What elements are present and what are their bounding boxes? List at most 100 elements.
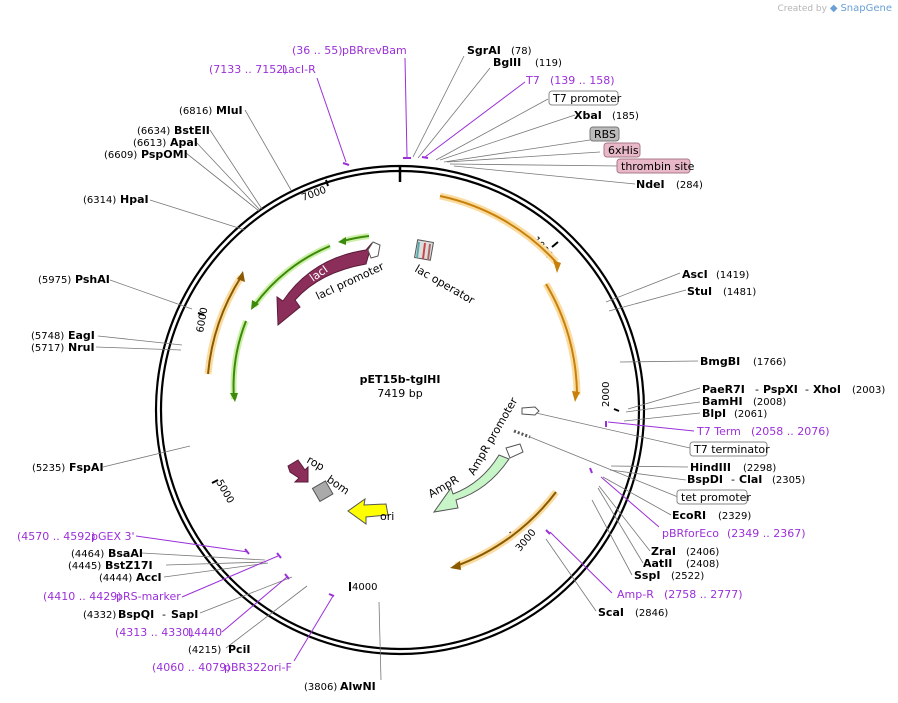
leader-line bbox=[435, 98, 549, 161]
enzyme-label[interactable]: BsaAI bbox=[108, 547, 143, 560]
enzyme-label[interactable]: BspDI bbox=[687, 473, 723, 486]
enzyme-label[interactable]: AatII bbox=[643, 557, 672, 570]
enzyme-label[interactable]: BamHI bbox=[702, 395, 743, 408]
enzyme-label[interactable]: AccI bbox=[136, 571, 162, 584]
enzyme-label[interactable]: XhoI bbox=[813, 383, 841, 396]
orange-arc-feature bbox=[545, 283, 578, 396]
arrow-head-icon bbox=[251, 300, 259, 310]
enzyme-label[interactable]: PaeR7I bbox=[702, 383, 745, 396]
leader-line bbox=[199, 576, 293, 614]
ori-label: ori bbox=[380, 510, 394, 523]
enzyme-position: (185) bbox=[612, 111, 639, 122]
primer-leader bbox=[600, 476, 660, 528]
primer-label[interactable]: T7 bbox=[525, 74, 540, 87]
separator-dash: - bbox=[755, 383, 759, 396]
enzyme-label[interactable]: NdeI bbox=[636, 178, 665, 191]
leader-lines bbox=[95, 55, 701, 681]
tick-mark bbox=[211, 479, 219, 484]
enzyme-label[interactable]: EcoRI bbox=[672, 509, 706, 522]
enzyme-label[interactable]: SapI bbox=[171, 608, 198, 621]
primer-label[interactable]: Amp-R bbox=[617, 588, 654, 601]
primer-marks bbox=[244, 156, 607, 597]
primer-label[interactable]: T7 Term bbox=[696, 425, 741, 438]
primer-label[interactable]: LacI-R bbox=[282, 63, 316, 76]
enzyme-label[interactable]: BspQI bbox=[118, 608, 154, 621]
feature-box-label[interactable]: thrombin site bbox=[621, 160, 695, 173]
enzyme-label[interactable]: MluI bbox=[216, 104, 243, 117]
primer-label[interactable]: pBRrevBam bbox=[342, 44, 407, 57]
enzyme-label[interactable]: HindIII bbox=[690, 461, 731, 474]
tick-mark bbox=[551, 241, 559, 248]
feature-box-label[interactable]: T7 terminator bbox=[693, 443, 770, 456]
enzyme-label[interactable]: AlwNI bbox=[340, 680, 376, 693]
enzyme-label[interactable]: BstZ17I bbox=[105, 559, 153, 572]
feature-box-label[interactable]: RBS bbox=[594, 128, 616, 141]
ampr-group bbox=[432, 406, 540, 513]
feature-box-label[interactable]: tet promoter bbox=[681, 491, 751, 504]
primer-range: (4060 .. 4079) bbox=[152, 661, 231, 674]
leader-line bbox=[591, 499, 633, 576]
primer-label[interactable]: pBR322ori-F bbox=[224, 661, 292, 674]
enzyme-label[interactable]: BglII bbox=[493, 56, 521, 69]
marker-line bbox=[416, 241, 420, 259]
enzyme-position: (2003) bbox=[852, 385, 885, 396]
enzyme-label[interactable]: FspAI bbox=[69, 461, 104, 474]
primer-label[interactable]: pGEX 3' bbox=[91, 530, 135, 543]
feature-box-label[interactable]: T7 promoter bbox=[552, 92, 622, 105]
tick-mark bbox=[325, 179, 329, 187]
primer-label[interactable]: pRS-marker bbox=[116, 590, 181, 603]
leader-line bbox=[446, 151, 601, 163]
leader-line bbox=[225, 585, 308, 649]
leader-line bbox=[109, 279, 193, 310]
enzyme-label[interactable]: SgrAI bbox=[467, 44, 501, 57]
feature-box bbox=[589, 126, 620, 142]
primer-label[interactable]: L4440 bbox=[188, 626, 222, 639]
marker-line bbox=[422, 242, 426, 260]
enzyme-label[interactable]: XbaI bbox=[574, 109, 602, 122]
enzyme-label[interactable]: BmgBI bbox=[700, 355, 740, 368]
enzyme-label[interactable]: ClaI bbox=[739, 473, 762, 486]
enzyme-label[interactable]: HpaI bbox=[120, 193, 149, 206]
enzyme-label[interactable]: ZraI bbox=[651, 545, 676, 558]
primer-range: (4313 .. 4330) bbox=[115, 626, 194, 639]
enzyme-label[interactable]: StuI bbox=[687, 285, 712, 298]
enzyme-position: (5975) bbox=[38, 275, 71, 286]
enzyme-label[interactable]: PshAI bbox=[75, 273, 110, 286]
orange-arc-feature bbox=[207, 276, 242, 375]
enzyme-position: (5235) bbox=[32, 463, 65, 474]
orange-feature-arcs bbox=[204, 192, 581, 570]
orange-arc-feature bbox=[455, 491, 557, 567]
leader-line bbox=[623, 412, 701, 422]
enzyme-position: (4444) bbox=[99, 573, 132, 584]
enzyme-label[interactable]: ApaI bbox=[170, 136, 198, 149]
enzyme-label[interactable]: NruI bbox=[68, 341, 95, 354]
enzyme-position: (1481) bbox=[723, 287, 756, 298]
primer-range: (7133 .. 7152) bbox=[209, 63, 288, 76]
watermark-created-by: Created by bbox=[777, 4, 827, 14]
enzyme-position: (119) bbox=[535, 58, 562, 69]
primer-label[interactable]: pBRforEco bbox=[662, 527, 719, 540]
enzyme-position: (6634) bbox=[137, 126, 170, 137]
enzyme-position: (2305) bbox=[772, 475, 805, 486]
enzyme-label[interactable]: PspOMI bbox=[141, 148, 188, 161]
separator-dash: - bbox=[162, 608, 166, 621]
enzyme-position: (2406) bbox=[686, 547, 719, 558]
enzyme-position: (78) bbox=[511, 46, 532, 57]
primer-leader-lines bbox=[135, 57, 695, 662]
feature-box bbox=[676, 489, 748, 505]
separator-dash: - bbox=[731, 473, 735, 486]
leader-line bbox=[141, 552, 266, 561]
enzyme-label[interactable]: SspI bbox=[634, 569, 660, 582]
ori-arrow bbox=[347, 497, 389, 525]
enzyme-label[interactable]: AscI bbox=[682, 268, 708, 281]
enzyme-label[interactable]: PciI bbox=[228, 643, 250, 656]
enzyme-label[interactable]: ScaI bbox=[598, 606, 624, 619]
enzyme-position: (4215) bbox=[188, 645, 221, 656]
enzyme-label[interactable]: BlpI bbox=[702, 407, 726, 420]
enzyme-label[interactable]: BstEII bbox=[174, 124, 210, 137]
primer-leader bbox=[424, 81, 526, 158]
enzyme-label[interactable]: EagI bbox=[68, 329, 95, 342]
enzyme-label[interactable]: PspXI bbox=[763, 383, 798, 396]
feature-box-label[interactable]: 6xHis bbox=[608, 144, 639, 157]
orange-arc-feature bbox=[439, 195, 557, 263]
